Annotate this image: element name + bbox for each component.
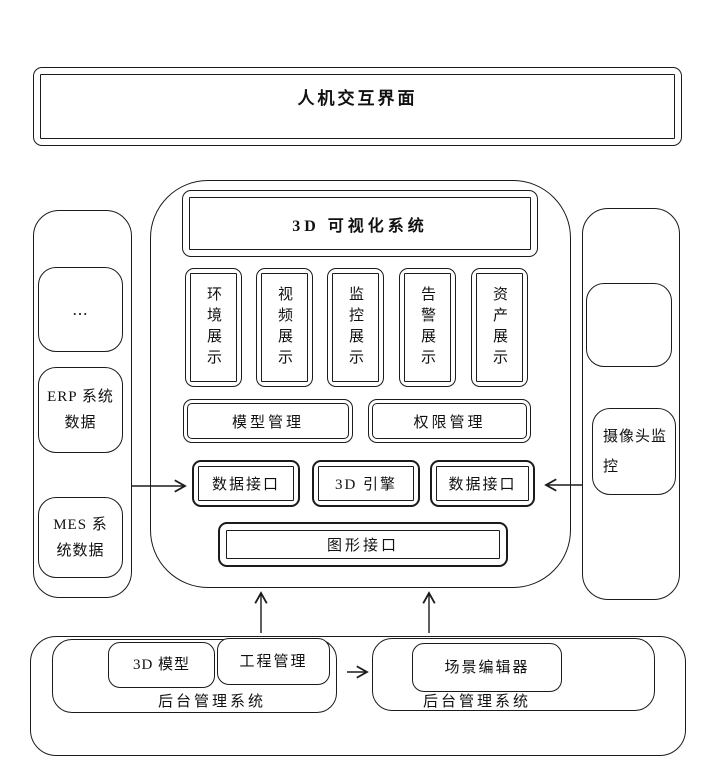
camera-preview-box xyxy=(586,283,672,367)
display-module-env: 环境展示 xyxy=(185,268,242,387)
display-module-env-label: 环境展示 xyxy=(205,285,221,370)
display-module-video-label: 视频展示 xyxy=(276,285,292,370)
left-panel-more-label: ... xyxy=(72,299,89,319)
permission-management-box: 权限管理 xyxy=(368,399,531,443)
engineering-management-label: 工程管理 xyxy=(239,653,308,670)
mes-data-box: MES 系统数据 xyxy=(38,497,123,578)
backend-right-label: 后台管理系统 xyxy=(422,694,531,710)
display-module-asset-label: 资产展示 xyxy=(491,285,507,370)
erp-data-box: ERP 系统数据 xyxy=(38,367,123,453)
camera-monitor-label: 摄像头监控 xyxy=(603,428,668,475)
permission-management-label: 权限管理 xyxy=(413,414,486,431)
graphics-interface-box: 图形接口 xyxy=(218,522,508,567)
display-module-asset: 资产展示 xyxy=(471,268,528,387)
data-interface-left-box: 数据接口 xyxy=(192,460,300,507)
engine-3d-box: 3D 引擎 xyxy=(312,460,420,507)
display-module-alarm: 告警展示 xyxy=(399,268,456,387)
viz-title-box: 3D 可视化系统 xyxy=(182,190,538,257)
scene-editor-box: 场景编辑器 xyxy=(412,643,562,692)
model-3d-label: 3D 模型 xyxy=(132,657,191,673)
hmi-layer-box: 人机交互界面 xyxy=(33,67,682,146)
scene-editor-label: 场景编辑器 xyxy=(444,659,530,676)
backend-left-label: 后台管理系统 xyxy=(157,694,266,710)
data-interface-right-label: 数据接口 xyxy=(448,477,517,493)
right-camera-panel xyxy=(582,208,680,600)
left-panel-more-box: ... xyxy=(38,267,123,352)
data-interface-left-label: 数据接口 xyxy=(211,477,280,493)
engine-3d-label: 3D 引擎 xyxy=(334,477,398,493)
mes-data-label: MES 系统数据 xyxy=(53,516,108,559)
model-management-label: 模型管理 xyxy=(231,414,304,431)
camera-monitor-box: 摄像头监控 xyxy=(592,408,676,495)
data-interface-right-box: 数据接口 xyxy=(430,460,535,507)
graphics-interface-label: 图形接口 xyxy=(326,538,399,554)
erp-data-label: ERP 系统数据 xyxy=(47,389,114,431)
display-module-video: 视频展示 xyxy=(256,268,313,387)
hmi-layer-label: 人机交互界面 xyxy=(297,89,418,108)
display-module-monitor-label: 监控展示 xyxy=(347,285,363,370)
model-3d-box: 3D 模型 xyxy=(108,642,215,688)
viz-title-label: 3D 可视化系统 xyxy=(292,217,428,235)
engineering-management-box: 工程管理 xyxy=(217,638,330,685)
model-management-box: 模型管理 xyxy=(183,399,353,443)
display-module-alarm-label: 告警展示 xyxy=(419,285,435,370)
display-module-monitor: 监控展示 xyxy=(327,268,384,387)
